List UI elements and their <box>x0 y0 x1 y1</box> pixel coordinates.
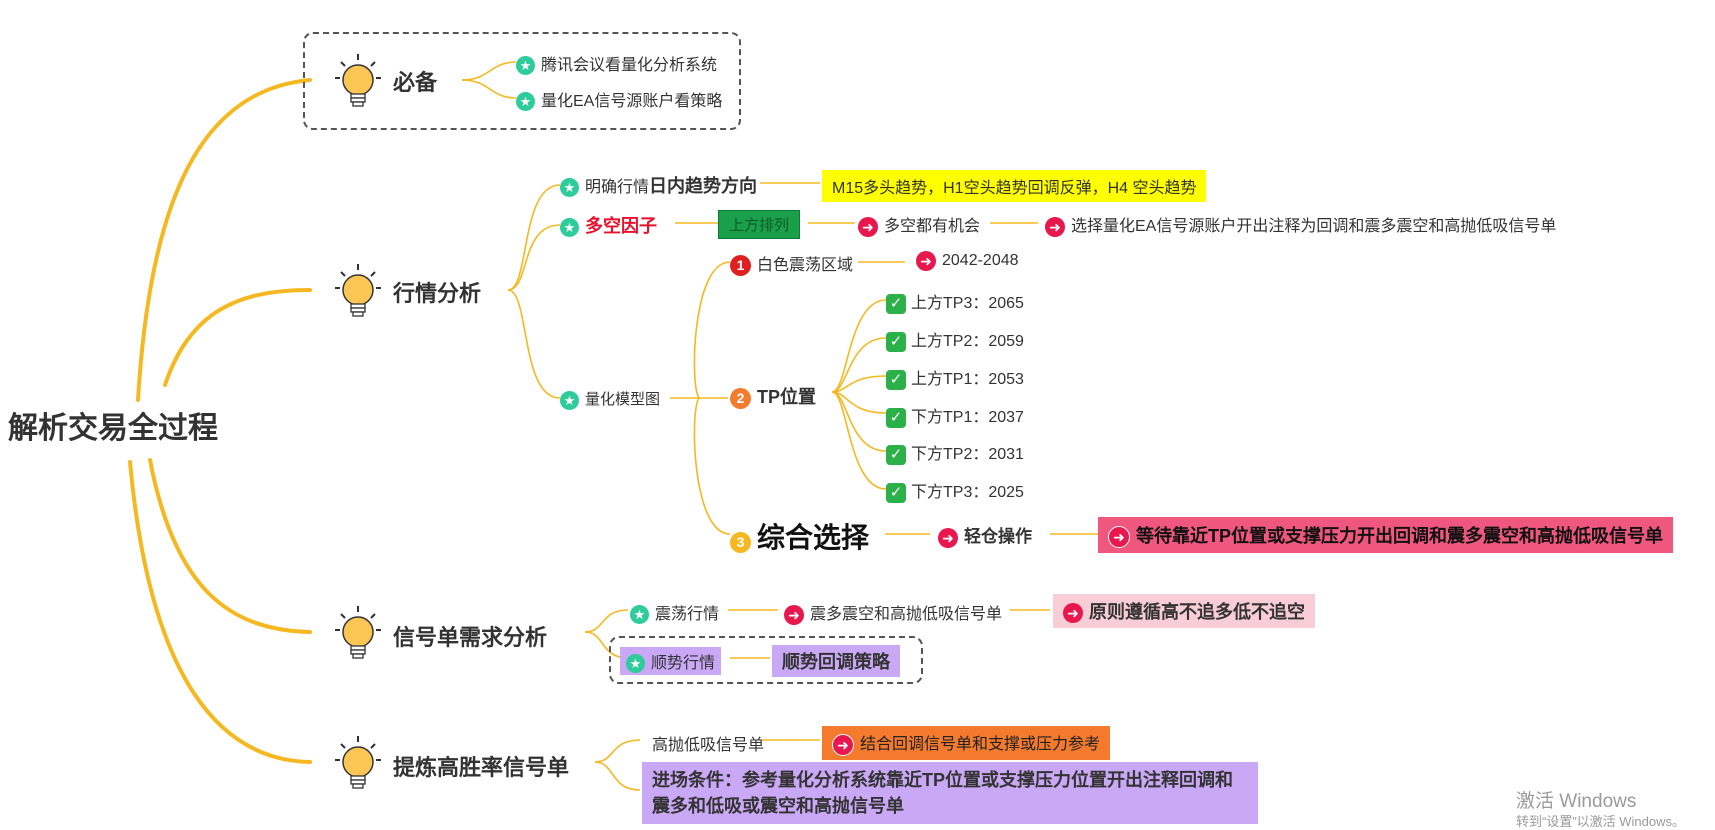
root-title: 解析交易全过程 <box>8 412 218 445</box>
star-icon: ★ <box>560 218 579 238</box>
tp-item: ✓上方TP1：2053 <box>886 365 1024 390</box>
signal-trend: ★顺势行情 <box>620 647 722 676</box>
number-badge-icon: 3 <box>730 532 751 554</box>
star-icon: ★ <box>630 605 649 625</box>
check-icon: ✓ <box>886 482 906 503</box>
arrow-right-icon: ➜ <box>1063 603 1083 624</box>
tp-item: ✓下方TP2：2031 <box>886 440 1024 465</box>
signal-trend-strategy: 顺势回调策略 <box>772 645 900 677</box>
factor-label: 多空因子 <box>585 216 657 236</box>
branch-signal-label: 信号单需求分析 <box>393 625 548 650</box>
factor-step1: ➜多空都有机会 <box>858 212 980 237</box>
star-icon: ★ <box>560 390 579 410</box>
factor-tag: 上方排列 <box>718 210 801 239</box>
trend-group-box <box>609 636 923 684</box>
arrow-right-icon: ➜ <box>938 527 958 548</box>
prep-group-box <box>303 32 741 130</box>
check-icon: ✓ <box>886 444 906 465</box>
refine-item1-note: ➜结合回调信号单和支撑或压力参考 <box>822 726 1111 760</box>
check-icon: ✓ <box>886 369 906 390</box>
signal-range-rule: ➜原则遵循高不追多低不追空 <box>1053 594 1315 628</box>
check-icon: ✓ <box>886 407 906 428</box>
combo-action: ➜轻仓操作 <box>938 522 1032 548</box>
arrow-right-icon: ➜ <box>1045 216 1065 237</box>
factor-step2: ➜选择量化EA信号源账户开出注释为回调和震多震空和高抛低吸信号单 <box>1045 212 1556 237</box>
branch-prep-label: 必备 <box>393 70 438 95</box>
market-model: ★量化模型图 <box>560 388 660 410</box>
tp-item: ✓上方TP3：2065 <box>886 289 1024 314</box>
market-factor: ★ 多空因子 <box>560 212 657 238</box>
combo-note: ➜等待靠近TP位置或支撑压力开出回调和震多震空和高抛低吸信号单 <box>1098 517 1673 554</box>
prep-item: ★腾讯会议看量化分析系统 <box>516 51 717 76</box>
star-icon: ★ <box>626 654 645 674</box>
refine-condition: 进场条件：参考量化分析系统靠近TP位置或支撑压力位置开出注释回调和震多和低吸或震… <box>642 762 1258 824</box>
lightbulb-icon <box>335 264 381 317</box>
lightbulb-icon <box>335 736 381 789</box>
check-icon: ✓ <box>886 293 906 314</box>
lightbulb-icon <box>335 606 381 659</box>
tp-item: ✓下方TP3：2025 <box>886 478 1024 503</box>
arrow-right-icon: ➜ <box>784 604 804 625</box>
branch-refine-label: 提炼高胜率信号单 <box>393 755 570 780</box>
arrow-right-icon: ➜ <box>1108 526 1130 549</box>
star-icon: ★ <box>516 92 535 112</box>
number-badge-icon: 1 <box>730 255 751 277</box>
check-icon: ✓ <box>886 331 906 352</box>
branch-market-label: 行情分析 <box>393 281 482 306</box>
zone-range: ➜2042-2048 <box>916 251 1019 271</box>
arrow-right-icon: ➜ <box>916 251 936 271</box>
market-trend: ★明确行情日内趋势方向 <box>560 172 757 198</box>
tp-item: ✓上方TP2：2059 <box>886 327 1024 352</box>
arrow-right-icon: ➜ <box>858 216 878 237</box>
signal-range-type: ➜震多震空和高抛低吸信号单 <box>784 600 1002 625</box>
arrow-right-icon: ➜ <box>832 733 854 756</box>
prep-item: ★量化EA信号源账户看策略 <box>516 87 722 112</box>
star-icon: ★ <box>516 56 535 76</box>
watermark-subtitle: 转到“设置”以激活 Windows。 <box>1516 814 1686 829</box>
number-badge-icon: 2 <box>730 388 751 410</box>
refine-item1: 高抛低吸信号单 <box>652 737 765 754</box>
lightbulb-icon <box>335 54 381 107</box>
star-icon: ★ <box>560 178 579 198</box>
tp-item: ✓下方TP1：2037 <box>886 403 1024 428</box>
trend-bold-label: 日内趋势方向 <box>649 176 758 196</box>
signal-range: ★震荡行情 <box>630 600 719 625</box>
watermark-title: 激活 Windows <box>1516 791 1637 812</box>
trend-note: M15多头趋势，H1空头趋势回调反弹，H4 空头趋势 <box>822 170 1207 202</box>
